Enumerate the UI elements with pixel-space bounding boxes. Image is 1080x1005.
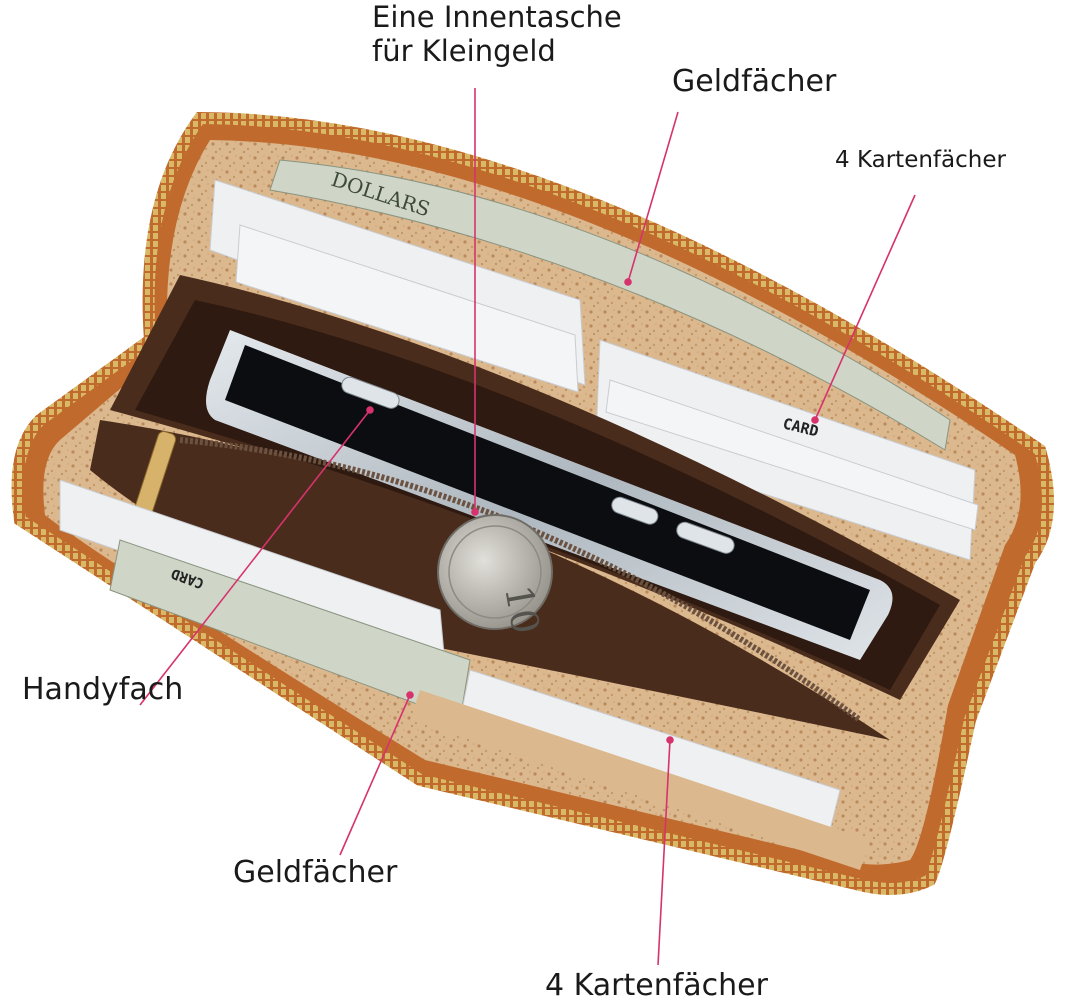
pointer-lines xyxy=(139,88,916,966)
coin-value: 10 xyxy=(496,582,548,637)
pointer-money-bottom xyxy=(339,694,411,856)
label-money-bottom: Geldfächer xyxy=(233,855,398,890)
label-coin-pocket-line1: Eine Innentasche xyxy=(372,0,622,34)
pointer-cards-top xyxy=(814,194,916,421)
label-phone: Handyfach xyxy=(22,672,184,707)
front-compartment: CARD xyxy=(59,479,870,870)
label-cards-bottom: 4 Kartenfächer xyxy=(545,968,768,1003)
pointer-money-top xyxy=(627,111,679,283)
smartphone xyxy=(206,330,893,660)
label-coin-pocket: Eine Innentasche für Kleingeld xyxy=(372,0,622,68)
label-cards-top: 4 Kartenfächer xyxy=(835,147,1006,173)
pointer-cards-bottom xyxy=(657,739,671,966)
label-money-top: Geldfächer xyxy=(672,64,837,99)
yen-coin: 10 xyxy=(437,514,553,637)
back-compartment: DOLLARS CARD xyxy=(209,159,979,561)
label-coin-pocket-line2: für Kleingeld xyxy=(372,34,556,69)
pointer-phone xyxy=(139,409,371,706)
